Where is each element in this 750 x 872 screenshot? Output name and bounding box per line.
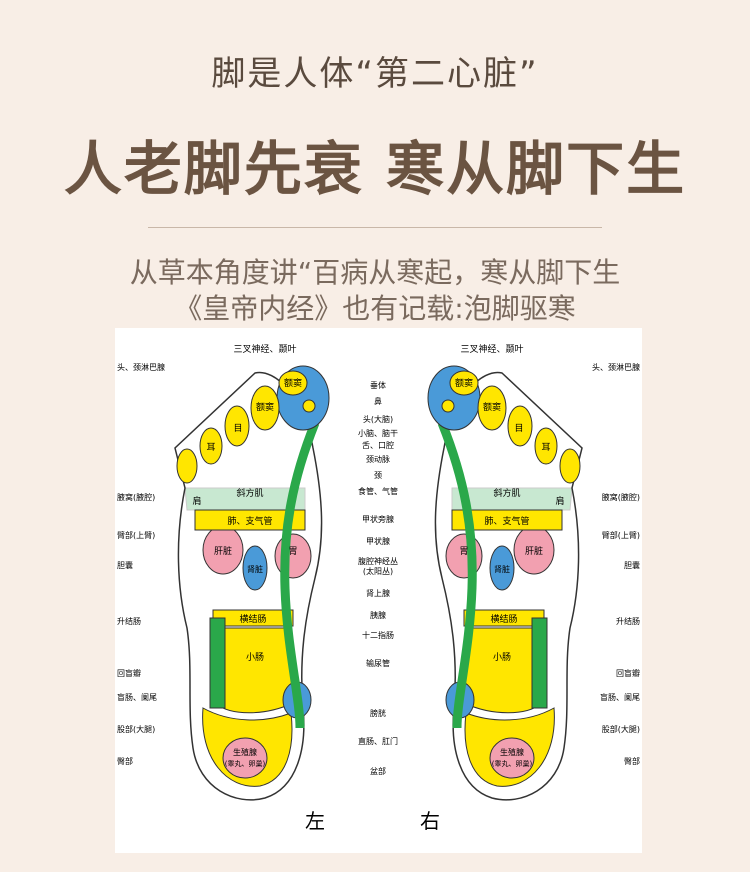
zone-stomach-label: 胃 (288, 546, 297, 557)
center-label: 鼻 (374, 396, 382, 406)
caption-line-2: 《皇帝内经》也有记载:泡脚驱寒 (174, 292, 576, 325)
center-label: 小脑、脑干 (358, 428, 398, 438)
side-label-left: 盲肠、阑尾 (117, 692, 157, 702)
center-label: 十二指肠 (362, 630, 394, 640)
side-label-right: 盲肠、阑尾 (600, 692, 640, 702)
zone-small-intestine-label-r: 小肠 (493, 652, 511, 663)
foot-reflexology-diagram: 额窦 额窦 耳 目 斜方肌 肺、支气管 肩 肝脏 胃 肾脏 横结肠 小肠 生殖腺… (115, 328, 719, 853)
center-label: 直肠、肛门 (358, 736, 398, 746)
center-label: 甲状旁腺 (362, 514, 394, 524)
zone-gonad-label: 生殖腺 (233, 747, 257, 757)
zone-lung-label-r: 肺、支气管 (484, 515, 529, 527)
zone-gonad-detail-label-r: (睾丸、卵巢) (492, 759, 533, 768)
side-label-right: 腋窝(腋腔) (602, 492, 640, 502)
top-label-left: 三叉神经、颞叶 (233, 343, 296, 355)
center-label: 盆部 (370, 766, 386, 776)
header-subtitle: 脚是人体“第二心脏” (211, 54, 539, 94)
side-label-right: 回盲瓣 (616, 668, 640, 678)
zone-colon-label-r: 横结肠 (490, 613, 517, 625)
zone-lung-label: 肺、支气管 (227, 515, 272, 527)
zone-liver-label: 肝脏 (214, 545, 232, 557)
zone-small-intestine-label: 小肠 (246, 652, 264, 663)
zone-colon-label: 横结肠 (239, 613, 266, 625)
zone-ear-label: 耳 (206, 442, 215, 453)
zone-sinus-label: 额窦 (284, 377, 302, 389)
center-label: 头(大脑) (363, 414, 393, 424)
side-label-left: 胆囊 (117, 560, 133, 570)
center-label: 输尿管 (366, 658, 390, 668)
side-label-left: 臀部 (117, 756, 133, 766)
side-label-left: 回盲瓣 (117, 668, 141, 678)
center-label: 颈 (374, 471, 382, 480)
center-label: 舌、口腔 (362, 440, 394, 450)
side-label-left: 股部(大腿) (117, 724, 155, 734)
zone-eye-label-r: 目 (514, 423, 523, 434)
side-label-right: 臂部(上臂) (602, 530, 640, 540)
zone-gonad-label-r: 生殖腺 (500, 747, 524, 757)
zone-sinus-label-r2: 额窦 (483, 401, 501, 413)
zone-gonad-detail-label: (睾丸、卵巢) (225, 759, 266, 768)
center-label: 甲状腺 (366, 536, 390, 546)
right-foot-label: 右 (420, 809, 440, 833)
side-label-right: 股部(大腿) (602, 724, 640, 734)
header-title: 人老脚先衰 寒从脚下生 (63, 135, 687, 203)
zone-trapezius-label: 斜方肌 (236, 487, 263, 499)
zone-kidney-label: 肾脏 (247, 564, 263, 574)
zone-trapezius-label-r: 斜方肌 (493, 487, 520, 499)
side-label-left: 升结肠 (117, 616, 141, 626)
side-label-left: 头、颈淋巴腺 (117, 362, 165, 372)
left-foot-label: 左 (305, 809, 325, 833)
side-label-right: 头、颈淋巴腺 (592, 362, 640, 372)
top-label-right: 三叉神经、颞叶 (460, 343, 523, 355)
zone-stomach-label-r: 胃 (459, 546, 468, 557)
zone-shoulder-label-r: 肩 (555, 495, 564, 507)
center-label: 垂体 (370, 380, 386, 390)
side-label-right: 升结肠 (616, 616, 640, 626)
center-label: 腹腔神经丛 (358, 556, 398, 566)
zone-liver-label-r: 肝脏 (525, 545, 543, 557)
side-label-left: 臂部(上臂) (117, 530, 155, 540)
center-label: 食管、气管 (358, 486, 398, 496)
center-label: 胰腺 (370, 610, 386, 620)
center-label: (太阳丛) (363, 566, 393, 576)
zone-sinus-label-r: 额窦 (455, 377, 473, 389)
center-label: 膀胱 (370, 708, 386, 718)
zone-sinus-label-2: 额窦 (256, 401, 274, 413)
side-label-right: 臀部 (624, 756, 640, 766)
foot-map-svg: 额窦 额窦 耳 目 斜方肌 肺、支气管 肩 肝脏 胃 肾脏 横结肠 小肠 生殖腺… (117, 343, 719, 834)
zone-kidney-label-r: 肾脏 (494, 564, 510, 574)
side-label-right: 胆囊 (624, 560, 640, 570)
header-divider (148, 227, 602, 228)
side-label-left: 腋窝(腋腔) (117, 492, 155, 502)
zone-eye-label: 目 (233, 423, 242, 434)
center-label: 肾上腺 (366, 588, 390, 598)
center-label: 颈动脉 (366, 454, 390, 464)
header-caption: 从草本角度讲“百病从寒起，寒从脚下生 《皇帝内经》也有记载:泡脚驱寒 (0, 255, 750, 327)
zone-shoulder-label: 肩 (192, 495, 201, 507)
caption-line-1: 从草本角度讲“百病从寒起，寒从脚下生 (129, 256, 621, 289)
zone-ear-label-r: 耳 (541, 442, 550, 453)
